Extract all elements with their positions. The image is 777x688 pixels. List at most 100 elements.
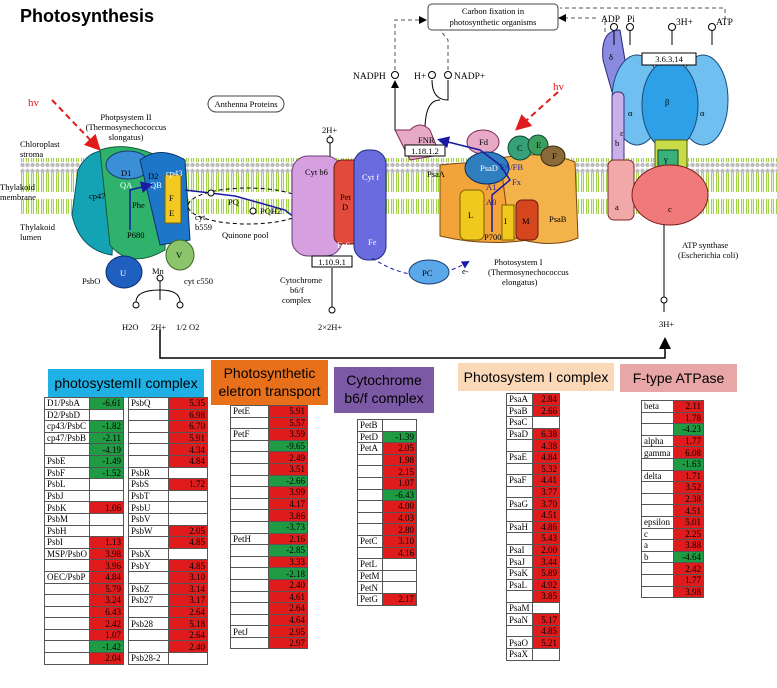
expression-value: -2.11	[89, 431, 124, 445]
table-row: 5.79	[43, 582, 124, 596]
expression-value	[168, 489, 208, 503]
lumen-label-1: Thylakoid	[20, 222, 56, 232]
table-row: PetL	[357, 558, 418, 571]
expression-value: 6.70	[168, 420, 208, 433]
panel-title-photosystem-i: Photosystem I complex	[458, 363, 614, 391]
expression-value: 4.03	[381, 511, 418, 525]
gene-label: PsbT	[128, 489, 169, 503]
expression-value: 5.21	[531, 636, 561, 650]
expression-value: 4.86	[531, 520, 561, 534]
psbv-shape	[165, 239, 195, 271]
petd-label-2: D	[342, 202, 348, 212]
table-row: Psb28-2	[128, 652, 208, 665]
expression-value	[381, 581, 418, 594]
psbf-shape	[164, 174, 182, 224]
gene-label: alpha	[641, 434, 674, 448]
gene-label	[128, 431, 169, 445]
table-row: b-4.64	[641, 550, 704, 564]
table-row: 1.07	[43, 628, 124, 642]
table-row: 2.64	[128, 628, 208, 642]
qa-label: QA	[120, 180, 133, 190]
gene-label: PsbR	[128, 466, 169, 480]
atp-synthase-label-1: ATP synthase	[682, 240, 728, 250]
psai-label: I	[504, 216, 507, 226]
expression-value: 3.77	[531, 485, 561, 499]
nadph-label: NADPH	[353, 72, 386, 82]
table-row: 2.40	[230, 578, 308, 592]
ec-fnr-box	[404, 144, 446, 157]
gene-label: Psb27	[128, 594, 169, 607]
atp-alpha-label-left: α	[628, 108, 633, 118]
expression-value: 2.40	[268, 578, 308, 592]
expression-value: 2.42	[89, 617, 124, 630]
gene-label: PetD	[357, 430, 383, 444]
table-row: 1.77	[641, 573, 704, 587]
cp47-label: cp47	[89, 191, 106, 201]
gene-label: PsbQ	[128, 397, 169, 410]
expression-value: 3.44	[531, 555, 561, 568]
expression-value	[381, 558, 418, 571]
table-row: 3.99	[230, 486, 308, 499]
expression-value: -1.39	[381, 430, 418, 444]
gene-label: PsbW	[128, 524, 169, 538]
gene-label: PsaA	[506, 393, 533, 406]
expression-value: 1.77	[672, 434, 704, 448]
table-row: 6.98	[128, 408, 208, 422]
atp-label: ATP	[716, 18, 733, 28]
psad-shape	[464, 151, 510, 185]
table-row: 4.61	[230, 590, 308, 604]
gene-label	[357, 453, 383, 467]
expression-value: 6.38	[531, 427, 561, 441]
gene-label	[641, 562, 674, 575]
gene-label	[506, 532, 533, 545]
expression-value: 2.05	[168, 524, 208, 538]
expression-value: -1.82	[89, 420, 124, 433]
gene-label: PsaD	[506, 427, 533, 441]
table-row: -6.43	[357, 488, 418, 502]
psai-shape	[501, 204, 515, 241]
table-row: -4.23	[641, 423, 704, 436]
gene-label	[230, 462, 269, 476]
gene-label: PetL	[357, 558, 383, 571]
gene-label	[43, 594, 91, 607]
psaa-label: PsaA	[427, 169, 446, 179]
e-label: E	[169, 208, 174, 218]
gene-label: PsbU	[128, 501, 169, 514]
h-plus-label: H+	[414, 72, 426, 82]
expression-value	[168, 512, 208, 526]
table-row: 4.00	[357, 500, 418, 513]
gene-label	[641, 481, 674, 494]
table-row: D1/PsbA-6.61	[43, 397, 124, 410]
expression-value	[531, 416, 561, 429]
expression-value: -4.19	[89, 443, 124, 456]
expression-value: 2.15	[381, 465, 418, 478]
expression-value: 3.99	[268, 486, 308, 499]
gene-label	[230, 474, 269, 488]
atp-beta-shape	[641, 59, 699, 151]
expression-value: 2.25	[672, 527, 704, 541]
gene-label: PetH	[230, 532, 269, 546]
atp-b-label: b	[615, 138, 619, 148]
pq-label: PQ	[228, 197, 239, 207]
gene-label: PsaB	[506, 404, 533, 418]
gene-label: PsbL	[43, 478, 91, 491]
expression-value: 4.84	[531, 450, 561, 464]
gene-label: PsaO	[506, 636, 533, 650]
table-row: 2.80	[357, 523, 418, 536]
table-row: 2.42	[641, 562, 704, 575]
antenna-proteins-box	[207, 95, 285, 113]
expression-value: 2.80	[381, 523, 418, 536]
gene-label	[357, 511, 383, 525]
gene-label: c	[641, 527, 674, 541]
table-row: PsaX	[506, 648, 561, 661]
expression-value: -1.42	[89, 640, 124, 654]
expression-value: 3.98	[672, 585, 704, 599]
table-row: 5.43	[506, 532, 561, 545]
fe-label: Fe	[368, 237, 377, 247]
gene-label	[641, 585, 674, 599]
